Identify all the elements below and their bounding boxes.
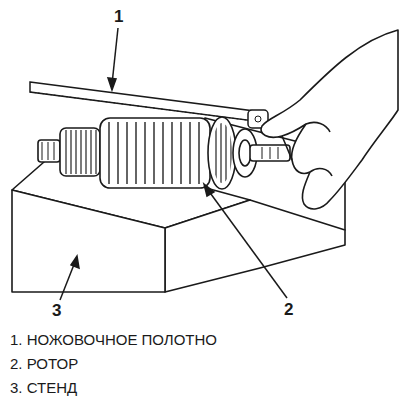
part-caption: 2. РОТОР [10,356,78,371]
callout-number: 1 [114,8,123,25]
callout-number: 3 [52,302,61,319]
part-caption: 1. НОЖОВОЧНОЕ ПОЛОТНО [10,332,217,347]
part-caption: 3. СТЕНД [10,380,77,395]
callout-number: 2 [284,301,293,318]
hand [261,30,398,209]
leader-lines [60,28,287,300]
rotor [38,117,290,189]
